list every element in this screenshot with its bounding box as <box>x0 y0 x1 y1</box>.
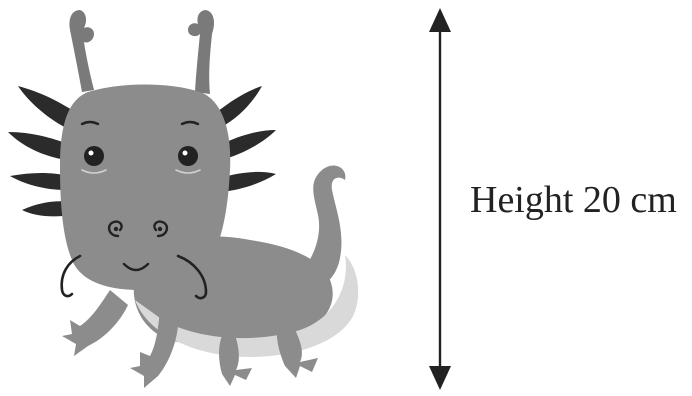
dragon-head <box>60 84 231 290</box>
height-label: Height 20 cm <box>470 179 677 221</box>
height-arrow-head-top <box>429 8 451 32</box>
dragon-nostril-right <box>153 220 169 238</box>
dragon-nostril-left <box>107 220 123 238</box>
dragon-brow-left <box>80 120 100 126</box>
dragon-eye-left <box>84 146 104 166</box>
dragon-eye-left-lid <box>81 169 107 174</box>
dragon-leg-front-left <box>62 290 128 356</box>
dragon-spikes-right <box>210 86 276 192</box>
height-arrow-head-bottom <box>429 366 451 390</box>
dragon-spikes-left <box>8 86 72 217</box>
dragon-horn-right <box>188 10 214 94</box>
dragon-nostril-left-dot <box>113 226 119 232</box>
dragon-horn-left <box>69 10 94 92</box>
dragon-mouth <box>122 262 150 272</box>
dragon-leg-front-right <box>130 310 178 388</box>
dragon-brow-right <box>180 120 200 126</box>
dragon-leg-back-left <box>219 335 252 386</box>
dragon-whisker-right <box>176 254 208 300</box>
dragon-eye-left-shine <box>88 150 94 156</box>
dragon-eye-right <box>178 146 198 166</box>
dragon-whisker-left <box>60 254 82 298</box>
dragon-tail <box>300 165 346 291</box>
height-arrow <box>429 8 451 390</box>
dragon-eye-right-lid <box>175 169 201 174</box>
dragon-nostril-right-dot <box>157 226 163 232</box>
dragon-leg-back-right <box>276 320 318 378</box>
dragon-illustration <box>8 10 359 388</box>
dragon-eye-right-shine <box>182 150 188 156</box>
dragon-belly <box>135 255 359 357</box>
